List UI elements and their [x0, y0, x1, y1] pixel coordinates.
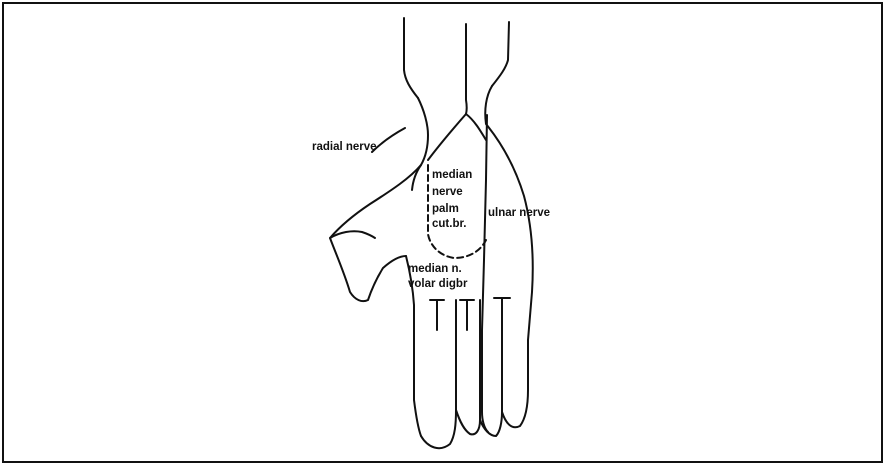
forearm-center-line [466, 24, 467, 114]
finger-index-tip-mark [430, 300, 444, 330]
thumb-web-line [372, 128, 405, 152]
forearm-left-edge [404, 18, 418, 98]
thumb-inner-fold [330, 231, 375, 238]
figure-frame [3, 3, 882, 462]
label-median-3: palm [432, 203, 459, 215]
finger-ring-tip-mark [494, 298, 510, 330]
label-median-volar-2: volar digbr [408, 278, 468, 290]
label-median-4: cut.br. [432, 218, 467, 230]
label-median-1: median [432, 169, 472, 181]
finger-little [502, 340, 528, 427]
label-radial-nerve: radial nerve [312, 141, 377, 153]
forearm-right-edge [492, 22, 509, 86]
median-region-upper-left [428, 114, 466, 160]
median-region-upper-right [466, 114, 486, 140]
label-ulnar-nerve: ulnar nerve [488, 207, 550, 219]
label-median-volar-1: median n. [408, 263, 462, 275]
label-median-2: nerve [432, 186, 463, 198]
finger-ring [480, 300, 502, 436]
finger-index [421, 300, 456, 448]
median-ulnar-boundary [482, 115, 488, 432]
finger-middle-tip-mark [460, 300, 474, 330]
